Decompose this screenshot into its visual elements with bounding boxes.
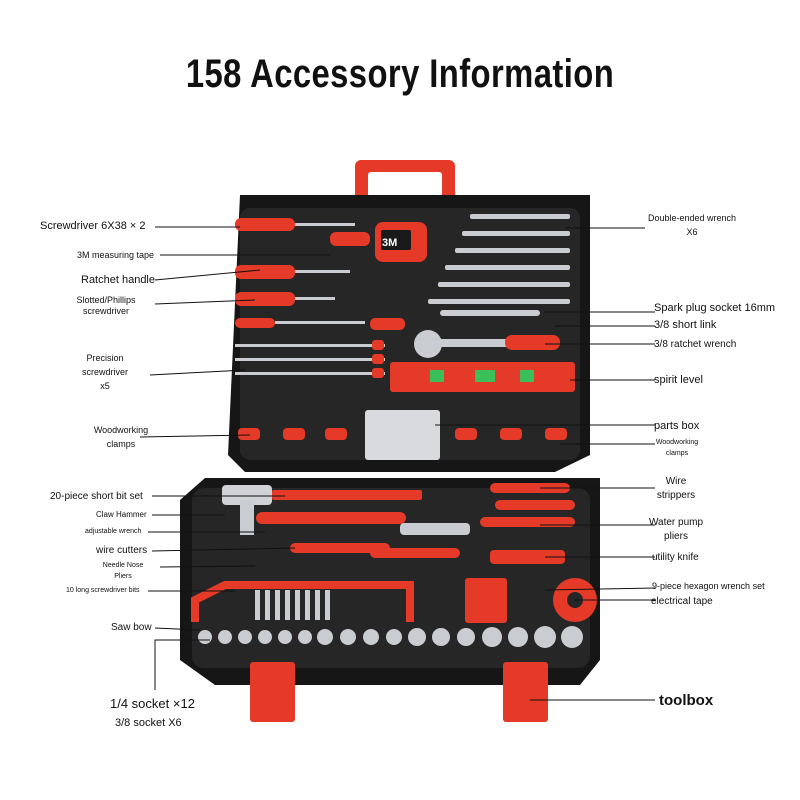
label-hex-wrench-set: 9-piece hexagon wrench set (652, 581, 765, 591)
label-woodworking-clamps-right: Woodworking clamps (648, 437, 706, 459)
label-precision-line3: x5 (100, 380, 110, 391)
page-title: 158 Accessory Information (185, 52, 615, 96)
double-ended-wrenches (428, 214, 570, 304)
ratchet-wrench (414, 330, 560, 358)
utility-knife (490, 550, 565, 564)
label-slotted-phillips-line1: Slotted/Phillips (76, 295, 136, 305)
short-bit-set (272, 490, 422, 500)
label-woodworking-left-line1: Woodworking (93, 425, 149, 435)
parts-box (365, 410, 440, 460)
label-woodworking-right-line1: Woodworking (655, 439, 699, 446)
screwdrivers-group (235, 218, 405, 378)
label-double-ended-line1: Double-ended wrench (647, 213, 737, 223)
label-saw-bow: Saw bow (111, 622, 152, 633)
short-link (440, 310, 540, 316)
label-spirit-level: spirit level (654, 374, 703, 386)
label-spark-plug: Spark plug socket 16mm (654, 302, 776, 314)
spirit-level (390, 362, 575, 392)
label-woodworking-right-line2: clamps (665, 450, 689, 458)
pliers (290, 483, 575, 558)
label-socket-1-4: 1/4 socket ×12 (110, 696, 195, 711)
label-double-ended-wrench: Double-ended wrench X6 (640, 212, 744, 239)
label-utility-knife: utility knife (652, 552, 699, 563)
tape-brand: 3M (382, 237, 397, 249)
label-precision-line2: screwdriver (81, 366, 128, 377)
label-double-ended-line2: X6 (686, 226, 698, 237)
label-precision-line1: Precision (86, 353, 124, 363)
label-ratchet-handle: Ratchet handle (81, 274, 155, 286)
label-needle-nose-line2: Pliers (114, 573, 132, 581)
label-wire-cutters: wire cutters (96, 545, 148, 556)
label-woodworking-left-line2: clamps (106, 438, 136, 449)
claw-hammer (222, 485, 406, 535)
sockets-row (198, 626, 583, 648)
long-bits (255, 590, 330, 620)
hex-wrench-set (465, 578, 507, 623)
saw-bow (191, 581, 414, 622)
label-water-pump-line1: Water pump (648, 517, 704, 528)
measuring-tape (375, 222, 427, 262)
label-ratchet-wrench: 3/8 ratchet wrench (654, 339, 737, 350)
woodworking-clamps (238, 428, 567, 440)
label-wire-strippers-line1: Wire (665, 476, 687, 487)
label-socket-3-8: 3/8 socket X6 (115, 717, 182, 729)
label-slotted-phillips-line2: screwdriver (82, 306, 129, 317)
label-short-link: 3/8 short link (654, 319, 717, 331)
label-wire-strippers-line2: strippers (656, 490, 696, 501)
label-needle-nose: Needle Nose Pliers (96, 560, 150, 582)
label-measuring-tape: 3M measuring tape (77, 250, 155, 260)
case-latches (250, 662, 548, 722)
label-precision-screwdriver: Precision screwdriver x5 (70, 352, 140, 394)
label-long-bits: 10 long screwdriver bits (66, 587, 140, 594)
label-slotted-phillips: Slotted/Phillips screwdriver (58, 295, 154, 318)
label-toolbox: toolbox (659, 692, 714, 709)
label-needle-nose-line1: Needle Nose (102, 562, 144, 569)
label-adjustable-wrench: adjustable wrench (85, 528, 142, 535)
leader-lines (139, 226, 656, 701)
label-parts-box: parts box (654, 420, 700, 432)
adjustable-wrench (400, 523, 470, 535)
label-water-pump-line2: pliers (664, 531, 688, 542)
label-screwdriver-6x38: Screwdriver 6X38 × 2 (40, 220, 146, 232)
label-woodworking-clamps-left: Woodworking clamps (82, 424, 160, 451)
label-wire-strippers: Wire strippers (648, 475, 704, 503)
label-claw-hammer: Claw Hammer (96, 510, 147, 519)
label-water-pump-pliers: Water pump pliers (644, 516, 708, 544)
label-electrical-tape: electrical tape (651, 596, 713, 607)
label-short-bit-set: 20-piece short bit set (50, 491, 143, 502)
